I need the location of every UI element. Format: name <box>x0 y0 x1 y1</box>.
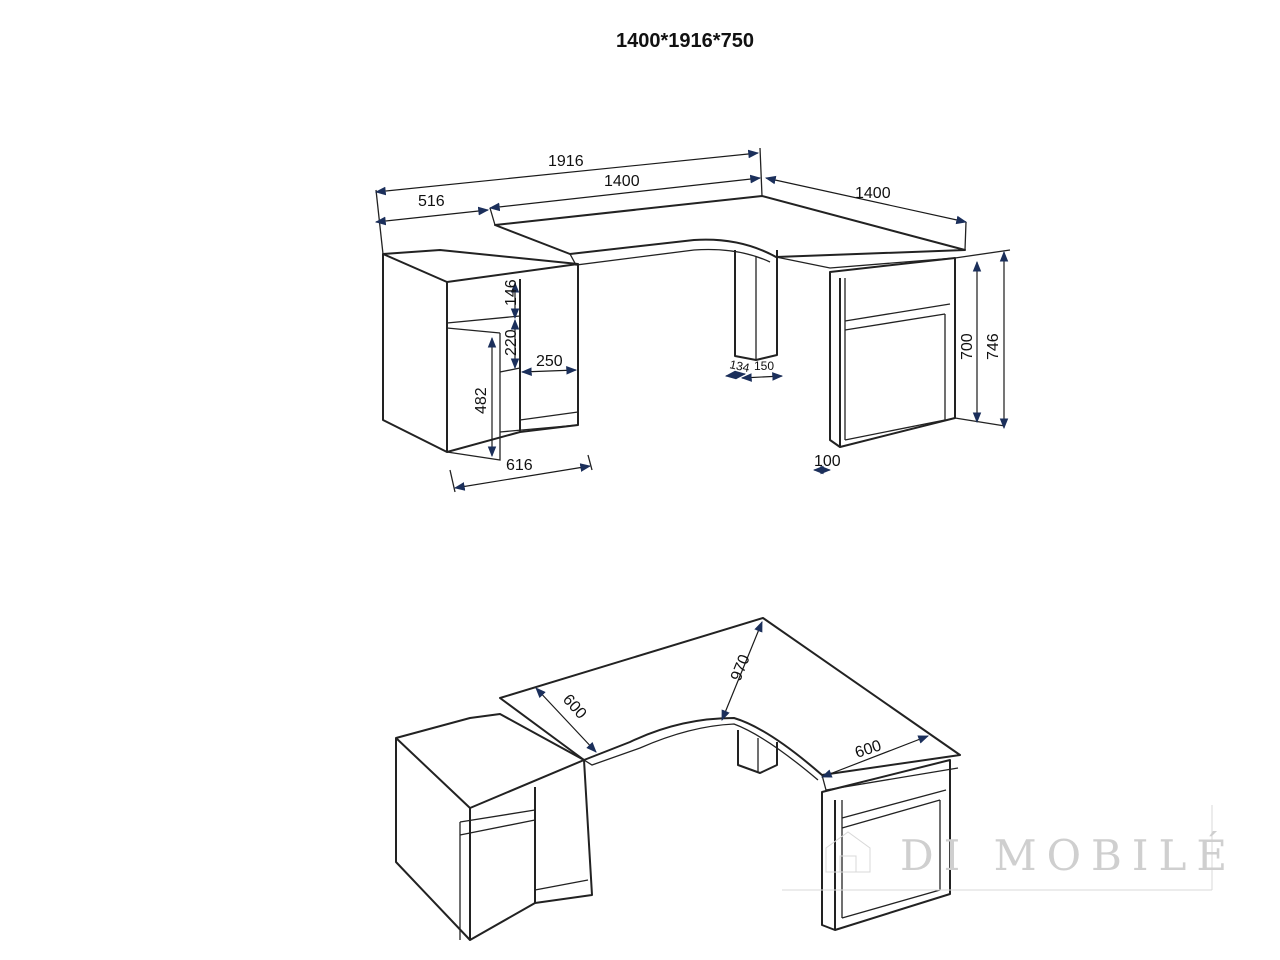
dim-600-right-label: 600 <box>853 737 884 761</box>
dim-616-label: 616 <box>506 457 533 474</box>
watermark-frame <box>782 805 1213 891</box>
bottom-desk-view <box>395 617 961 941</box>
dim-616-line <box>453 463 592 491</box>
dim-700-label: 700 <box>959 333 976 360</box>
top-left-cabinet <box>382 249 579 461</box>
dim-134-line <box>724 370 747 380</box>
dim-250-line <box>520 366 578 376</box>
top-desk-front-edge <box>569 248 771 266</box>
bottom-center-leg <box>737 730 778 774</box>
top-desk-surface <box>494 195 966 258</box>
house-logo-icon <box>825 831 871 873</box>
top-dimension-labels: 1916 1400 1400 516 146 220 250 482 616 1… <box>418 153 1002 474</box>
watermark: DI MOBILÉ <box>782 805 1237 891</box>
dim-1400-front-label: 1400 <box>604 173 640 190</box>
dim-1400-side-label: 1400 <box>855 185 891 202</box>
watermark-text: DI MOBILÉ <box>900 830 1237 880</box>
top-desk-side-edge <box>775 256 956 269</box>
dim-600-right-line <box>820 735 930 778</box>
bottom-dimension-lines <box>535 621 930 778</box>
dim-150-label: 150 <box>754 359 774 373</box>
dim-146-label: 146 <box>503 279 520 306</box>
dim-516-line <box>374 206 490 226</box>
dim-1916-label: 1916 <box>548 153 584 170</box>
dim-150-line <box>740 372 784 382</box>
dim-1916-line <box>374 149 760 196</box>
dim-746-label: 746 <box>985 333 1002 360</box>
dim-134-label: 134 <box>728 357 751 375</box>
bottom-desk-front-edge <box>583 723 819 781</box>
bottom-left-cabinet <box>395 713 593 941</box>
dim-970-line <box>721 621 763 721</box>
dim-100-label: 100 <box>814 453 841 470</box>
dim-516-label: 516 <box>418 193 445 210</box>
bottom-right-cabinet <box>821 759 951 931</box>
top-center-leg <box>734 250 778 361</box>
dim-1400-side-line <box>764 175 968 225</box>
dim-1400-front-line <box>488 174 762 212</box>
dim-970-label: 970 <box>728 652 754 683</box>
dim-220-label: 220 <box>503 329 520 356</box>
dim-482-label: 482 <box>473 387 490 414</box>
top-dimension-lines <box>374 149 1009 491</box>
top-desk-view <box>375 147 1011 493</box>
diagram-title: 1400*1916*750 <box>616 30 754 52</box>
top-right-cabinet <box>829 257 956 448</box>
dim-250-label: 250 <box>536 353 563 370</box>
dim-600-left-line <box>535 687 597 753</box>
